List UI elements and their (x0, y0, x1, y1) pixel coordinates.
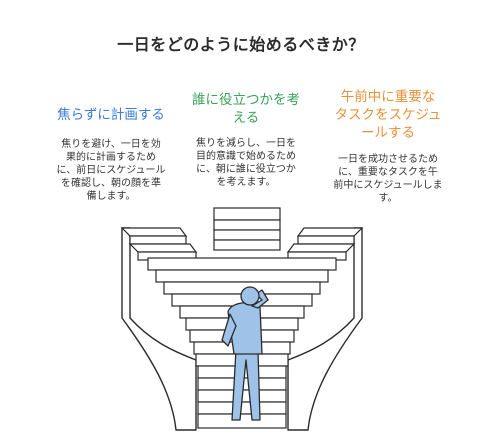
thinking-person-icon (221, 286, 269, 421)
column-heading: 焦らずに計画する (57, 107, 165, 123)
stair-step (147, 257, 337, 271)
column-plan-calmly: 焦らずに計画する 焦りを避け、一日を効 果的に計画するため に、前日にスケジュー… (48, 106, 174, 203)
heading-line: タスクをスケジュ (334, 107, 442, 123)
right-wall-shape (287, 227, 363, 431)
body-line: を確認し、朝の顔を準 (61, 178, 161, 189)
heading-line: 午前中に重要な (340, 89, 436, 105)
body-line: 目的意識で始めるため (196, 151, 296, 162)
right-flight-step (296, 227, 364, 237)
body-line: 果的に計画するため (66, 152, 156, 163)
column-body: 焦りを避け、一日を効 果的に計画するため に、前日にスケジュール を確認し、朝の… (48, 138, 174, 203)
body-line: す。 (378, 193, 398, 204)
column-body: 一日を成功させるため に、重要なタスクを午 前中にスケジュールしま す。 (320, 153, 456, 205)
body-line: に、朝に誰に役立つか (196, 164, 296, 175)
heading-line: える (232, 110, 260, 126)
body-line: に、前日にスケジュール (56, 165, 166, 176)
body-line: 一日を成功させるため (338, 154, 438, 165)
body-line: に、重要なタスクを午 (338, 167, 438, 178)
column-morning-tasks: 午前中に重要な タスクをスケジュ ールする 一日を成功させるため に、重要なタス… (320, 88, 456, 205)
column-heading: 午前中に重要な タスクをスケジュ ールする (320, 88, 456, 142)
body-line: 焦りを減らし、一日を (196, 138, 296, 149)
page-title: 一日をどのように始めるべきか？ (117, 35, 365, 54)
body-line: 備します。 (86, 191, 136, 202)
left-flight-step (120, 227, 188, 237)
heading-line: ールする (361, 125, 415, 141)
body-line: 前中にスケジュールしま (333, 180, 443, 191)
body-line: を考えます。 (216, 177, 276, 188)
column-body: 焦りを減らし、一日を 目的意識で始めるため に、朝に誰に役立つか を考えます。 (186, 137, 306, 189)
column-heading: 誰に役立つかを考 える (186, 91, 306, 127)
top-step (213, 207, 281, 221)
left-wall-shape (121, 227, 197, 431)
body-line: 焦りを避け、一日を効 (61, 139, 161, 150)
heading-line: 誰に役立つかを考 (192, 92, 300, 108)
column-who-to-help: 誰に役立つかを考 える 焦りを減らし、一日を 目的意識で始めるため に、朝に誰に… (186, 91, 306, 189)
